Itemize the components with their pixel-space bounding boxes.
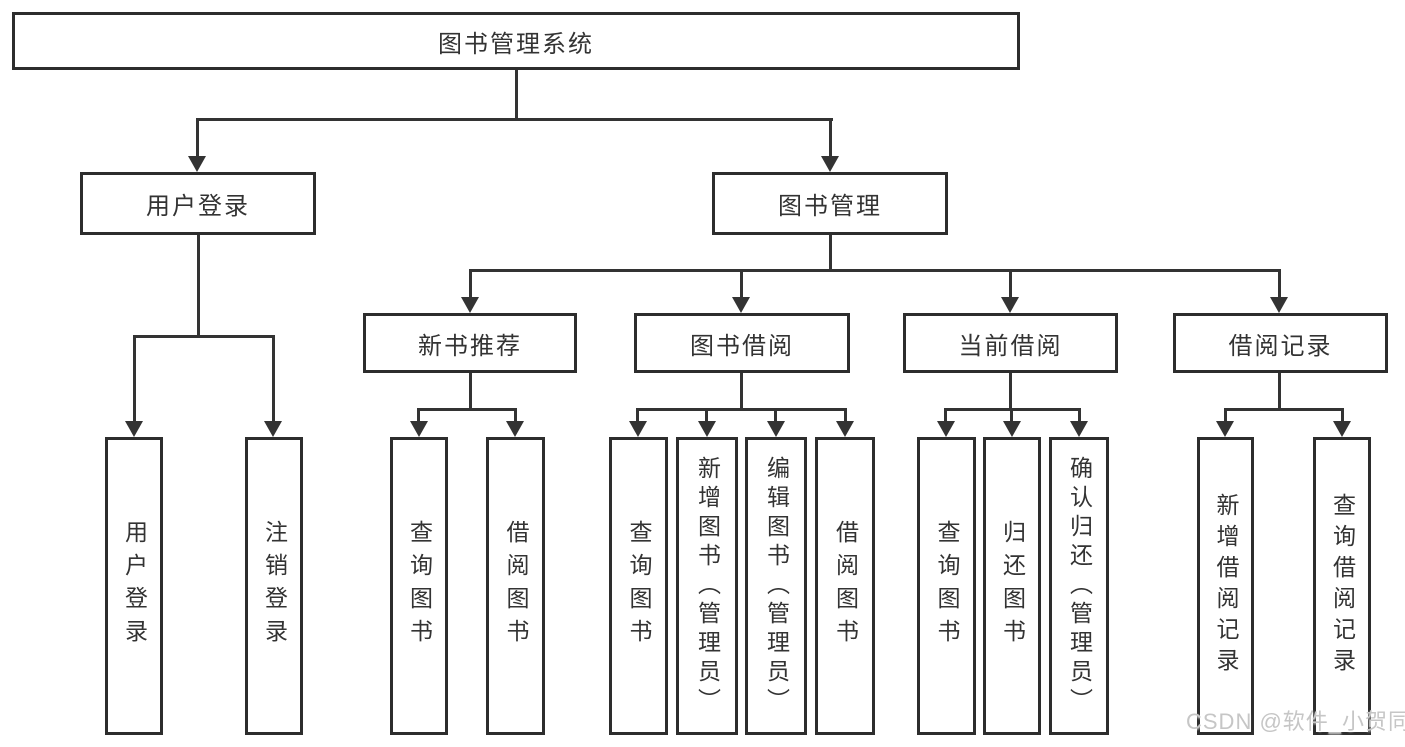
arrow-down-icon — [188, 156, 206, 172]
connector-line — [196, 118, 199, 158]
connector-line — [1010, 408, 1013, 424]
arrow-down-icon — [1333, 421, 1351, 437]
arrow-down-icon — [264, 421, 282, 437]
node-label: 图书管理 — [778, 193, 882, 220]
arrow-down-icon — [732, 297, 750, 313]
arrow-down-icon — [629, 421, 647, 437]
node-label: 借阅图书 — [832, 520, 859, 652]
connector-line — [1341, 408, 1344, 424]
arrow-down-icon — [1270, 297, 1288, 313]
connector-line — [469, 269, 1281, 272]
connector-line — [417, 408, 517, 411]
arrow-down-icon — [410, 421, 428, 437]
leaf-borrow-books-newbook: 借阅图书 — [486, 437, 545, 735]
connector-line — [944, 408, 947, 424]
connector-line — [1078, 408, 1081, 424]
node-new-book-recommend: 新书推荐 — [363, 313, 577, 373]
node-label: 图书借阅 — [690, 332, 794, 360]
connector-line — [636, 408, 639, 424]
arrow-down-icon — [1003, 421, 1021, 437]
connector-line — [705, 408, 708, 424]
leaf-edit-books-admin: 编辑图书（管理员） — [745, 437, 807, 735]
leaf-query-books-borrowing: 查询图书 — [609, 437, 668, 735]
connector-line — [844, 408, 847, 424]
node-label: 当前借阅 — [958, 332, 1063, 360]
connector-line — [774, 408, 777, 424]
node-label: 用户登录 — [121, 520, 148, 652]
node-label: 用户登录 — [146, 193, 250, 220]
arrow-down-icon — [125, 421, 143, 437]
leaf-return-books: 归还图书 — [983, 437, 1041, 735]
connector-line — [469, 373, 472, 410]
connector-line — [133, 335, 136, 423]
node-user-login: 用户登录 — [80, 172, 316, 235]
node-label: 查询图书 — [626, 520, 652, 652]
leaf-query-borrow-record: 查询借阅记录 — [1313, 437, 1371, 735]
node-label: 图书管理系统 — [438, 30, 594, 58]
arrow-down-icon — [698, 421, 716, 437]
connector-line — [829, 118, 832, 158]
arrow-down-icon — [821, 156, 839, 172]
csdn-watermark: CSDN @软件_小贺同学 — [1186, 709, 1405, 734]
node-label: 借阅图书 — [503, 520, 529, 652]
connector-line — [829, 235, 832, 271]
connector-line — [1224, 408, 1227, 424]
arrow-down-icon — [836, 421, 854, 437]
connector-line — [1278, 269, 1281, 299]
arrow-down-icon — [1001, 297, 1019, 313]
connector-line — [469, 269, 472, 299]
leaf-borrow-books-borrowing: 借阅图书 — [815, 437, 875, 735]
node-label: 新增图书（管理员） — [694, 455, 721, 717]
connector-line — [740, 269, 743, 299]
arrow-down-icon — [461, 297, 479, 313]
node-book-management: 图书管理 — [712, 172, 948, 235]
leaf-user-login: 用户登录 — [105, 437, 163, 735]
connector-line — [514, 408, 517, 424]
leaf-query-books-current: 查询图书 — [917, 437, 976, 735]
node-label: 编辑图书（管理员） — [763, 455, 790, 717]
arrow-down-icon — [1216, 421, 1234, 437]
connector-line — [515, 70, 518, 120]
node-label: 注销登录 — [261, 520, 288, 652]
node-label: 查询图书 — [406, 520, 433, 652]
leaf-logout: 注销登录 — [245, 437, 303, 735]
connector-line — [740, 373, 743, 410]
node-borrowing-records: 借阅记录 — [1173, 313, 1388, 373]
connector-line — [417, 408, 420, 424]
connector-line — [1009, 373, 1012, 410]
connector-line — [272, 335, 275, 423]
arrow-down-icon — [937, 421, 955, 437]
leaf-add-books-admin: 新增图书（管理员） — [676, 437, 738, 735]
node-label: 确认归还（管理员） — [1066, 455, 1093, 717]
node-label: 借阅记录 — [1228, 332, 1333, 360]
connector-line — [197, 235, 200, 337]
node-label: 查询图书 — [934, 520, 960, 652]
connector-line — [133, 335, 275, 338]
connector-line — [1009, 269, 1012, 299]
arrow-down-icon — [506, 421, 524, 437]
arrow-down-icon — [1070, 421, 1088, 437]
node-label: 新书推荐 — [418, 332, 522, 360]
node-label: 新增借阅记录 — [1213, 493, 1239, 679]
arrow-down-icon — [767, 421, 785, 437]
leaf-add-borrow-record: 新增借阅记录 — [1197, 437, 1254, 735]
node-current-borrowing: 当前借阅 — [903, 313, 1118, 373]
connector-line — [1224, 408, 1344, 411]
node-label: 查询借阅记录 — [1329, 493, 1356, 679]
node-book-borrowing: 图书借阅 — [634, 313, 850, 373]
node-library-management-system: 图书管理系统 — [12, 12, 1020, 70]
leaf-confirm-return-admin: 确认归还（管理员） — [1049, 437, 1109, 735]
leaf-query-books-newbook: 查询图书 — [390, 437, 448, 735]
connector-line — [196, 118, 833, 121]
connector-line — [1278, 373, 1281, 410]
node-label: 归还图书 — [999, 520, 1026, 652]
connector-line — [636, 408, 847, 411]
